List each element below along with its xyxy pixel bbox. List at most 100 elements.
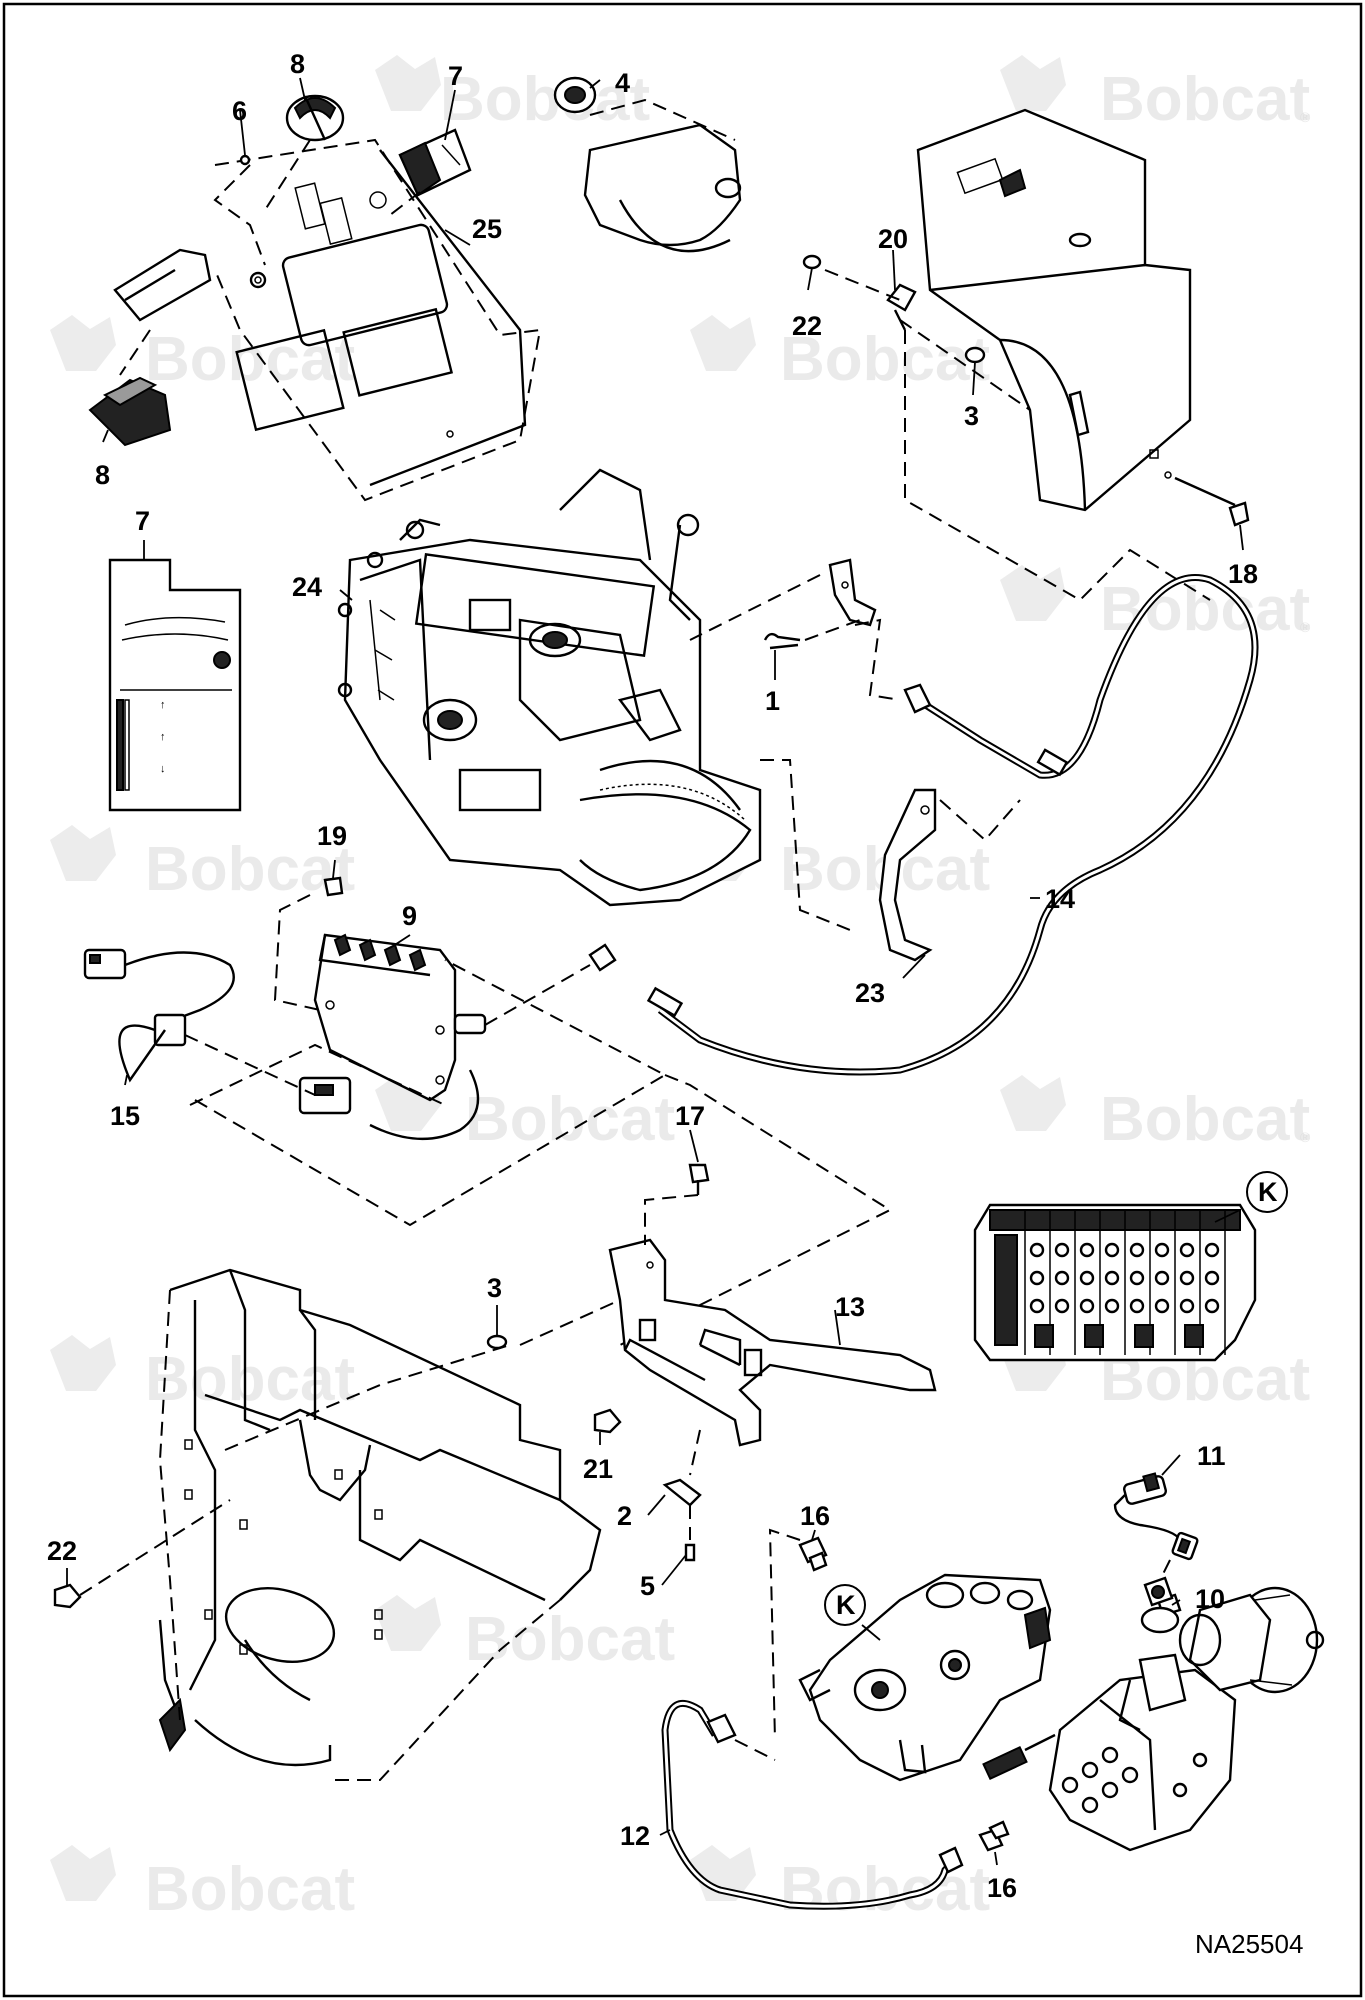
callout-label: 11 bbox=[1197, 1441, 1226, 1471]
callout-label: 21 bbox=[583, 1454, 613, 1484]
decal-arrow-glyph: ↓ bbox=[160, 763, 166, 775]
valve-sections bbox=[994, 1210, 1226, 1355]
throttle-lever bbox=[878, 788, 937, 962]
control-valve bbox=[982, 1653, 1237, 1852]
leader-path bbox=[1159, 1559, 1171, 1581]
pressure-sensor bbox=[1140, 1576, 1182, 1634]
callout-label: 9 bbox=[402, 901, 417, 931]
leader-path bbox=[734, 1739, 776, 1761]
leader-path bbox=[899, 319, 1031, 411]
fitting bbox=[978, 1820, 1010, 1852]
callout-label: 22 bbox=[47, 1536, 77, 1566]
leader-path bbox=[484, 964, 591, 1026]
leader-path bbox=[689, 574, 821, 641]
drawing-code: NA25504 bbox=[1195, 1929, 1303, 1959]
svg-text:®: ® bbox=[1300, 619, 1311, 635]
cotter-pin bbox=[763, 632, 801, 650]
callout-label: 23 bbox=[855, 978, 885, 1008]
callout-label: 8 bbox=[95, 460, 110, 490]
callout-label: 7 bbox=[135, 506, 150, 536]
leader-path bbox=[824, 269, 901, 301]
watermark-layer: Bobcat Bobcat ® Bobcat Bobcat Bobcat ® B… bbox=[50, 55, 1311, 1924]
throttle-connector bbox=[88, 329, 172, 447]
svg-text:Bobcat: Bobcat bbox=[1100, 575, 1310, 644]
bolt bbox=[688, 1163, 710, 1195]
clamp bbox=[886, 283, 917, 331]
watermark: Bobcat bbox=[375, 1595, 675, 1674]
decal-arrow-glyph: ↑ bbox=[160, 731, 166, 743]
callout-label: 2 bbox=[617, 1501, 632, 1531]
watermark: Bobcat bbox=[50, 825, 355, 904]
svg-text:Bobcat: Bobcat bbox=[1100, 1085, 1310, 1154]
leader-path bbox=[854, 618, 901, 701]
callout-label: 15 bbox=[110, 1101, 140, 1131]
leader-path bbox=[213, 164, 266, 266]
leader-path bbox=[619, 1074, 893, 1346]
leader-path bbox=[79, 1499, 231, 1596]
screw bbox=[684, 1543, 696, 1562]
leader-path bbox=[804, 619, 861, 641]
hydraulic-pump bbox=[798, 1573, 1052, 1782]
clip bbox=[662, 1478, 702, 1507]
callout-label: 14 bbox=[1045, 884, 1075, 914]
callout-label: 22 bbox=[792, 311, 822, 341]
leader-path bbox=[184, 1034, 316, 1096]
bolt bbox=[323, 876, 344, 897]
svg-text:Bobcat: Bobcat bbox=[465, 1605, 675, 1674]
throttle-cable bbox=[588, 574, 1259, 1076]
callout-label: 19 bbox=[317, 821, 347, 851]
bolt bbox=[1174, 476, 1250, 527]
callout-label: 5 bbox=[640, 1571, 655, 1601]
washer bbox=[802, 254, 822, 270]
leader-path bbox=[939, 799, 1021, 842]
svg-text:®: ® bbox=[1300, 1129, 1311, 1145]
watermark: Bobcat ® bbox=[1000, 55, 1311, 134]
callout-leaders bbox=[66, 77, 1244, 1866]
leader-path bbox=[224, 1344, 511, 1451]
watermark: Bobcat ® bbox=[1000, 565, 1311, 644]
throttle-bracket bbox=[828, 558, 877, 627]
mounting-bracket bbox=[608, 1238, 937, 1447]
callout-label: 4 bbox=[615, 68, 630, 98]
grommet bbox=[553, 76, 597, 114]
nut bbox=[53, 1583, 82, 1609]
fitting bbox=[798, 1536, 828, 1572]
callout-circle-k bbox=[1246, 1171, 1288, 1213]
engine bbox=[337, 468, 762, 907]
nut bbox=[593, 1408, 622, 1434]
callout-label: 3 bbox=[964, 401, 979, 431]
callout-label: 16 bbox=[800, 1501, 830, 1531]
callout-label: 20 bbox=[878, 224, 908, 254]
callout-label: 12 bbox=[620, 1821, 650, 1851]
callout-label: 25 bbox=[472, 214, 502, 244]
watermark: Bobcat bbox=[690, 315, 990, 394]
callout-labels: 8 6 7 4 25 20 22 3 18 8 7 24 1 14 23 19 … bbox=[47, 49, 1278, 1903]
svg-text:Bobcat: Bobcat bbox=[145, 325, 355, 394]
callout-k-label: K bbox=[836, 1590, 856, 1620]
hydraulic-motor bbox=[1178, 1586, 1325, 1694]
callout-label: 6 bbox=[232, 96, 247, 126]
watermark: Bobcat bbox=[50, 1845, 355, 1924]
controller-module bbox=[313, 933, 487, 1102]
watermark: Bobcat ® bbox=[1000, 1075, 1311, 1154]
callout-k-label: K bbox=[1258, 1177, 1278, 1207]
svg-text:Bobcat: Bobcat bbox=[1100, 65, 1310, 134]
svg-text:Bobcat: Bobcat bbox=[145, 1345, 355, 1414]
callout-label: 10 bbox=[1195, 1584, 1225, 1614]
leader-path bbox=[689, 1429, 701, 1476]
svg-text:Bobcat: Bobcat bbox=[145, 835, 355, 904]
watermark: Bobcat bbox=[50, 315, 355, 394]
svg-text:Bobcat: Bobcat bbox=[440, 65, 650, 134]
leader-path bbox=[760, 759, 851, 931]
leader-path bbox=[904, 330, 1211, 602]
leader-path bbox=[768, 1528, 801, 1741]
frame-panel bbox=[158, 1268, 602, 1781]
callout-label: 7 bbox=[448, 61, 463, 91]
callout-label: 24 bbox=[292, 572, 322, 602]
decal bbox=[398, 128, 472, 197]
leader-path bbox=[189, 1043, 446, 1106]
valve-bank bbox=[973, 1203, 1257, 1362]
svg-text:Bobcat: Bobcat bbox=[465, 1085, 675, 1154]
svg-text:Bobcat: Bobcat bbox=[145, 1855, 355, 1924]
